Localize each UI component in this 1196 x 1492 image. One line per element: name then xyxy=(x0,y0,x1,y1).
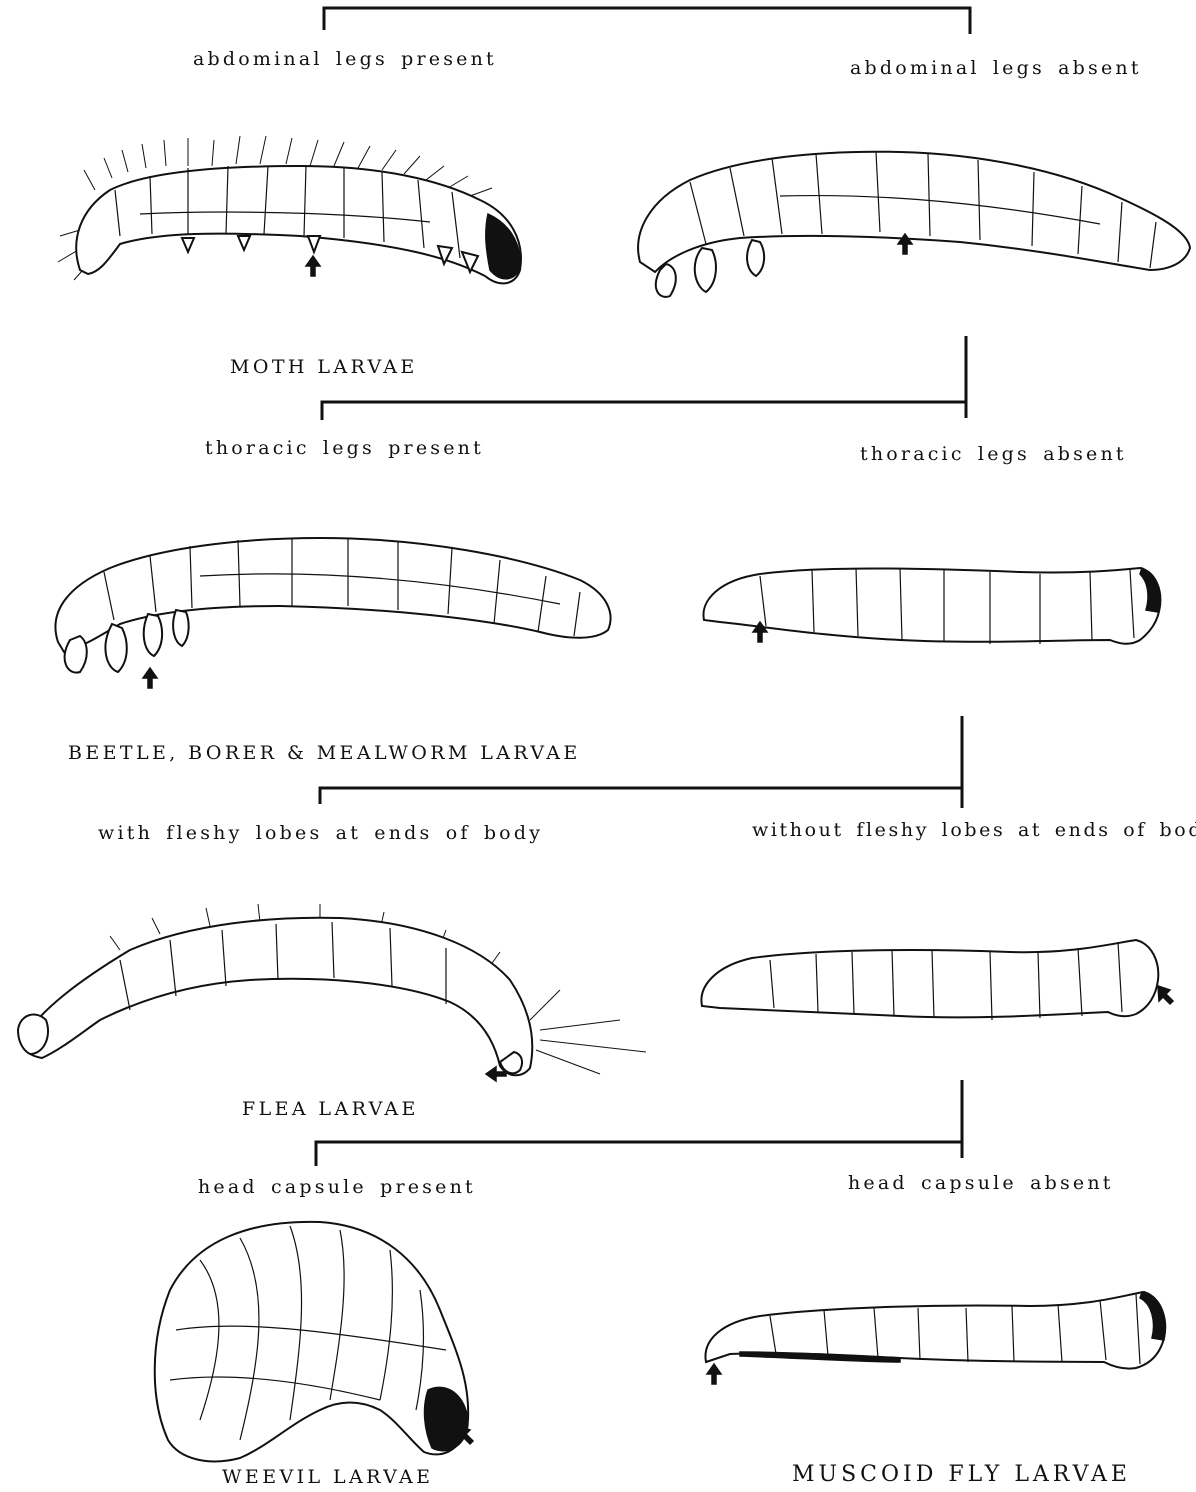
flea-larvae-caption: FLEA LARVAE xyxy=(242,1098,419,1120)
step1-right-label: abdominal legs absent xyxy=(850,57,1142,79)
arrow-icon xyxy=(143,668,157,688)
moth-larva-drawing xyxy=(58,136,521,283)
muscoid-fly-larvae-caption: MUSCOID FLY LARVAE xyxy=(792,1462,1131,1487)
bracket-step2 xyxy=(322,336,966,420)
fly-larva-drawing-row2 xyxy=(703,568,1160,644)
step4-right-label: head capsule absent xyxy=(848,1172,1114,1194)
muscoid-fly-larva-drawing xyxy=(705,1292,1165,1369)
step3-right-label: without fleshy lobes at ends of body xyxy=(752,819,1196,841)
weevil-larva-drawing xyxy=(155,1222,468,1462)
arrow-icon xyxy=(306,256,320,276)
mealworm-larva-drawing-top xyxy=(638,152,1190,297)
arrow-icon xyxy=(707,1364,721,1384)
moth-larvae-caption: MOTH LARVAE xyxy=(230,356,418,378)
beetle-larva-drawing xyxy=(55,538,610,673)
step3-left-label: with fleshy lobes at ends of body xyxy=(98,822,543,844)
step2-left-label: thoracic legs present xyxy=(205,437,484,459)
beetle-larvae-caption: BEETLE, BORER & MEALWORM LARVAE xyxy=(68,742,581,764)
bracket-step4 xyxy=(316,1080,962,1166)
step2-right-label: thoracic legs absent xyxy=(860,443,1127,465)
bracket-step1 xyxy=(324,8,970,34)
weevil-larvae-caption: WEEVIL LARVAE xyxy=(222,1466,433,1488)
fly-larva-drawing-row3 xyxy=(701,940,1158,1020)
step1-left-label: abdominal legs present xyxy=(193,48,497,70)
flea-larva-drawing xyxy=(18,904,646,1075)
step4-left-label: head capsule present xyxy=(198,1176,476,1198)
arrow-icon xyxy=(1158,986,1173,1004)
